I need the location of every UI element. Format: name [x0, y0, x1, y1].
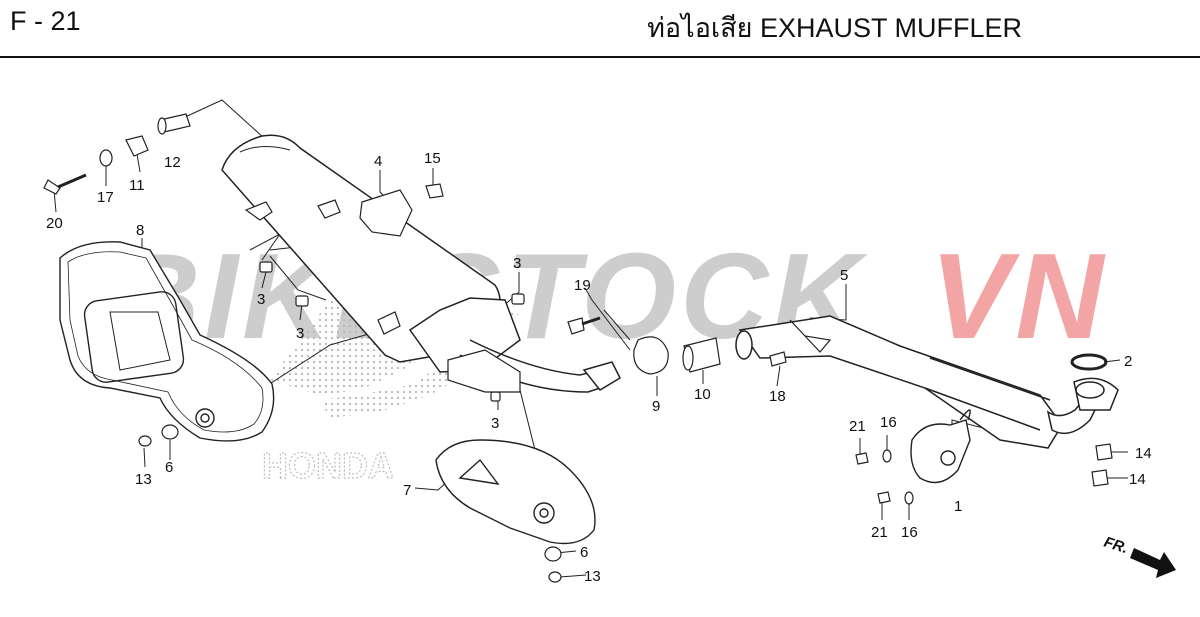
callout-11: 11: [129, 177, 145, 194]
brand-mark-text: HONDA: [262, 445, 394, 486]
wing-logo-lower: [320, 335, 490, 418]
callout-3: 3: [296, 325, 304, 342]
callout-21: 21: [849, 418, 866, 435]
callout-9: 9: [652, 398, 660, 415]
watermark-accent-text: VN: [930, 228, 1107, 364]
arrow-right-icon: [1130, 548, 1176, 578]
callout-21: 21: [871, 524, 888, 541]
page-title: ท่อไอเสีย EXHAUST MUFFLER: [647, 13, 1022, 43]
callout-labels: 1 2 3 3 3 3 4 5 6 6 7 8 9 10 11 12 13 13…: [46, 150, 1152, 585]
muffler-body: [221, 134, 621, 393]
callout-14: 14: [1135, 445, 1152, 462]
callout-12: 12: [164, 154, 181, 171]
callout-7: 7: [403, 482, 411, 499]
callout-15: 15: [424, 150, 441, 167]
callout-3: 3: [257, 291, 265, 308]
protector-1: [910, 409, 971, 484]
callout-1: 1: [954, 498, 962, 515]
callout-13: 13: [584, 568, 601, 585]
callout-18: 18: [769, 388, 786, 405]
hardware-parts: [43, 113, 1113, 583]
callout-16: 16: [880, 414, 897, 431]
heat-shield-8: [59, 241, 275, 442]
exhaust-pipe-5: [735, 315, 1119, 449]
callout-4: 4: [374, 153, 382, 170]
callout-20: 20: [46, 215, 63, 232]
page-code: F - 21: [10, 6, 81, 36]
callout-10: 10: [694, 386, 711, 403]
callout-17: 17: [97, 189, 114, 206]
callout-8: 8: [136, 222, 144, 239]
header-rule: [0, 56, 1200, 58]
callout-14: 14: [1129, 471, 1146, 488]
callout-2: 2: [1124, 353, 1132, 370]
callout-6: 6: [580, 544, 588, 561]
front-label: FR.: [1102, 534, 1130, 558]
heat-shield-7: [435, 439, 596, 545]
callout-13: 13: [135, 471, 152, 488]
callout-16: 16: [901, 524, 918, 541]
callout-5: 5: [840, 267, 848, 284]
front-direction-marker: FR.: [1102, 534, 1176, 578]
callout-6: 6: [165, 459, 173, 476]
callout-3: 3: [491, 415, 499, 432]
callout-19: 19: [574, 277, 591, 294]
callout-3: 3: [513, 255, 521, 272]
